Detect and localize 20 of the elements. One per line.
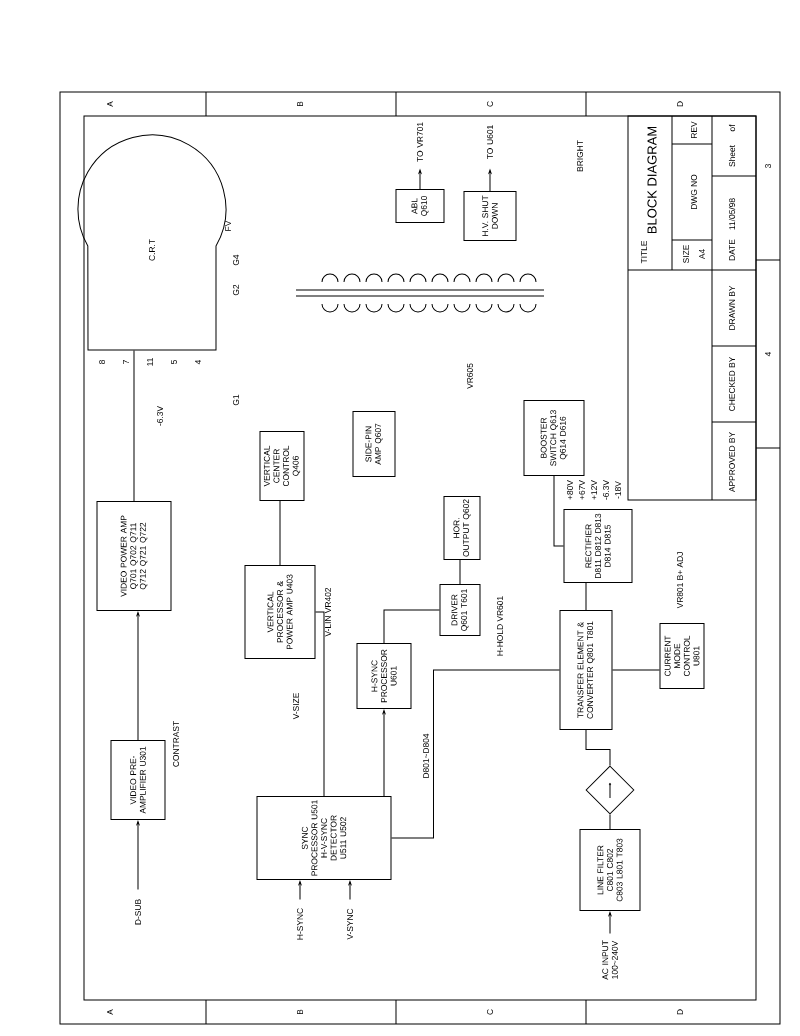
connector — [315, 611, 325, 797]
connector — [383, 609, 440, 644]
connector — [585, 729, 611, 766]
connector — [391, 669, 560, 839]
connector — [612, 669, 660, 671]
connector — [418, 169, 422, 190]
connector — [608, 912, 612, 934]
connector — [136, 821, 140, 890]
connector — [609, 814, 611, 830]
connector — [585, 582, 587, 611]
connector — [136, 612, 140, 741]
connector — [553, 475, 564, 547]
connector — [298, 881, 302, 900]
connector — [382, 710, 386, 797]
connector — [459, 559, 461, 585]
connector — [488, 169, 492, 192]
connector — [279, 500, 281, 566]
connector — [348, 881, 352, 900]
bridge-rectifier-diamond — [585, 765, 635, 815]
connector — [133, 350, 135, 502]
